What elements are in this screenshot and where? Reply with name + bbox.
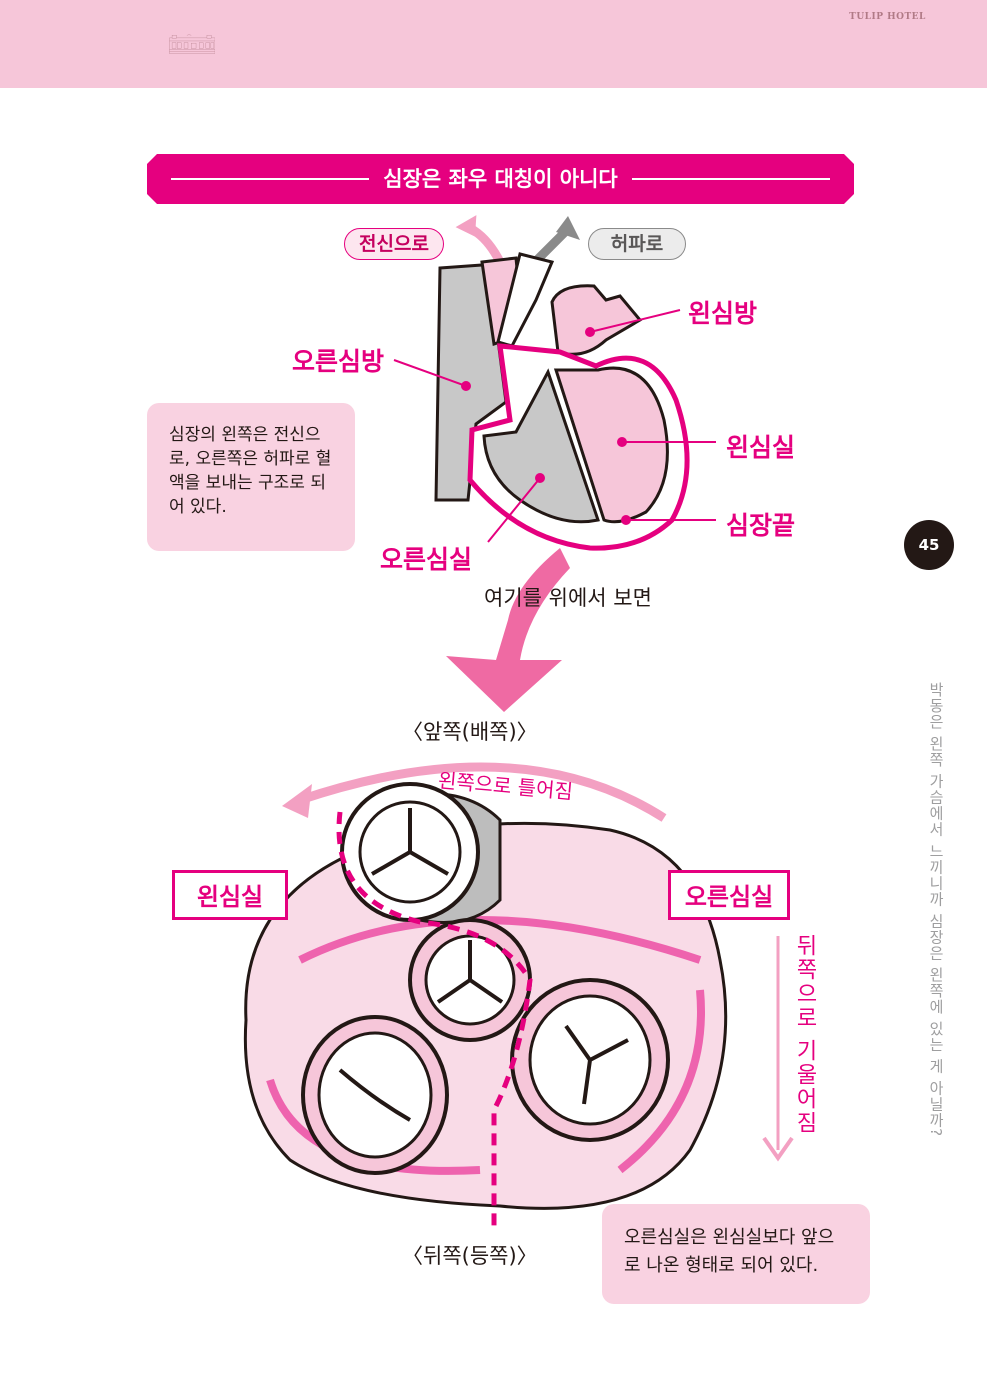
to-body-pill: 전신으로 <box>344 228 444 260</box>
label-left-ventricle: 왼심실 <box>726 433 796 462</box>
tilt-back-label: 뒤쪽으로 기울어짐 <box>792 934 817 1135</box>
header-band <box>0 0 987 88</box>
note-right-ventricle: 오른심실은 왼심실보다 앞으로 나온 형태로 되어 있다. <box>602 1204 870 1304</box>
label-right-ventricle: 오른심실 <box>380 545 473 574</box>
left-atrium-shape <box>550 284 643 356</box>
side-running-title: 박동은 왼쪽 가슴에서 느끼니까 심장은 왼쪽에 있는 게 아닐까? <box>927 682 945 1138</box>
arrow-to-lung <box>531 228 569 266</box>
label-right-atrium: 오른심방 <box>292 347 385 376</box>
tricuspid-valve <box>510 978 670 1142</box>
back-label: 〈뒤쪽(등쪽)〉 <box>402 1244 538 1268</box>
right-ventricle-shape <box>482 368 600 524</box>
aortic-valve <box>340 782 502 924</box>
label-apex: 심장끝 <box>726 511 796 540</box>
view-caption: 여기를 위에서 보면 <box>484 586 652 610</box>
pulmonary-artery <box>496 252 555 348</box>
tilt-left-arrow <box>298 762 667 822</box>
front-label: 〈앞쪽(배쪽)〉 <box>402 720 538 744</box>
note-left-right: 심장의 왼쪽은 전신으로, 오른쪽은 허파로 혈액을 보내는 구조로 되어 있다… <box>147 403 355 551</box>
view-down-arrow <box>446 548 570 712</box>
left-ventricle-box: 왼심실 <box>172 870 288 920</box>
dashed-boundary <box>336 811 533 1226</box>
label-left-atrium: 왼심방 <box>688 299 758 328</box>
right-ventricle-box: 오른심실 <box>668 870 790 920</box>
section-title: 심장은 좌우 대칭이 아니다 <box>147 154 854 204</box>
mitral-valve <box>301 1015 449 1175</box>
page-number: 45 <box>904 520 954 570</box>
hotel-sign: TULIP HOTEL <box>849 12 926 22</box>
to-lung-pill: 허파로 <box>588 228 686 260</box>
pulmonary-valve <box>408 918 532 1042</box>
section-title-bar: 심장은 좌우 대칭이 아니다 <box>147 154 854 204</box>
hotel-illustration <box>169 34 215 54</box>
